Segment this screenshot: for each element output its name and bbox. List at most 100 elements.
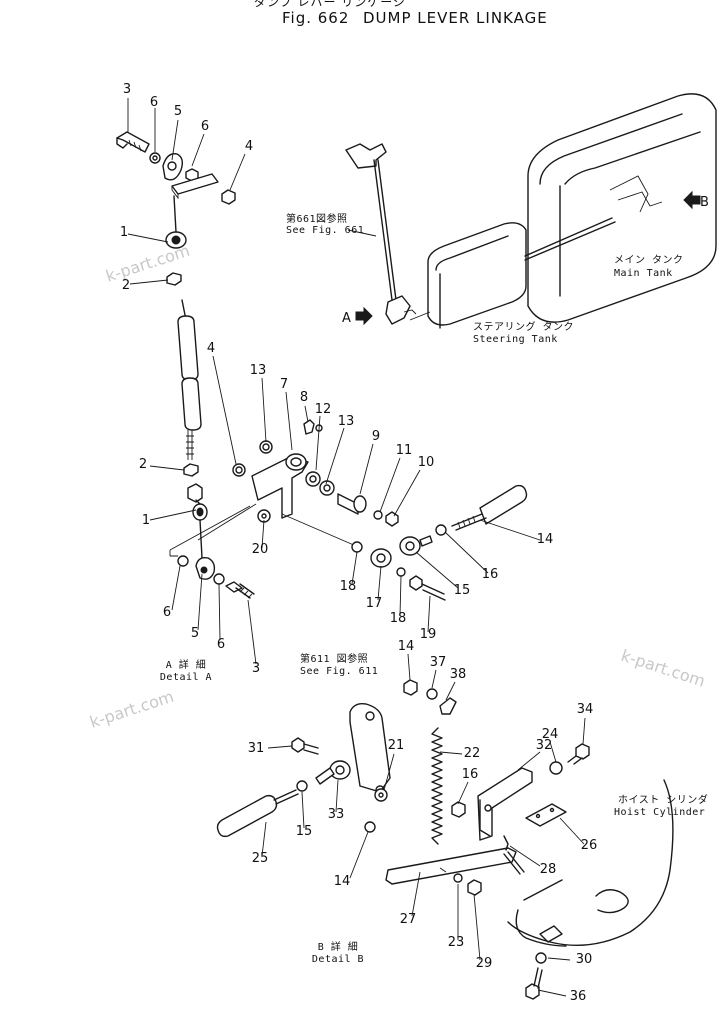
part-callout: 6 <box>217 583 225 652</box>
bolt-icon <box>291 737 319 755</box>
part-callout: 20 <box>252 519 268 557</box>
part-number: 38 <box>450 667 467 682</box>
part-number: 4 <box>245 139 253 154</box>
watermark: k-part.com <box>87 687 176 732</box>
part-number: 15 <box>296 824 313 839</box>
part-callout: 25 <box>252 821 268 866</box>
part-number: 14 <box>334 874 351 889</box>
washer-icon <box>549 761 563 775</box>
main-tank-jp: メイン タンク <box>614 254 684 266</box>
part-number: 21 <box>388 738 405 753</box>
callout-leader <box>267 745 293 749</box>
callout-leader <box>407 653 411 681</box>
callout-leader <box>351 551 358 585</box>
callout-leader <box>171 119 179 161</box>
bushing-icon <box>370 548 392 568</box>
part-number: 1 <box>120 225 128 240</box>
detail-b-label: Detail B <box>312 954 364 965</box>
callout-leader <box>537 989 567 997</box>
pin-icon <box>337 493 367 515</box>
part-callout: 6 <box>150 95 158 152</box>
nut-icon <box>435 524 447 536</box>
washer-icon <box>373 510 383 520</box>
part-number: 16 <box>482 567 499 582</box>
bushing-icon <box>232 463 246 477</box>
part-number: 3 <box>123 82 131 97</box>
bolt-icon <box>385 511 399 527</box>
part-number: 36 <box>570 989 587 1004</box>
bushing-icon <box>305 471 321 487</box>
part-number: 34 <box>577 702 594 717</box>
callout-leader <box>445 681 456 701</box>
part-number: 30 <box>576 952 593 967</box>
part-callout: 28 <box>509 845 557 877</box>
part-callout: 27 <box>400 871 421 927</box>
part-callout: 22 <box>439 746 481 761</box>
nut-icon <box>364 821 376 833</box>
part-callout: 12 <box>315 402 331 471</box>
part-number: 8 <box>300 390 308 405</box>
part-callout: 17 <box>366 565 383 611</box>
part-number: 28 <box>540 862 557 877</box>
washer-icon <box>453 873 463 883</box>
part-callout: 5 <box>171 104 182 161</box>
part-number: 33 <box>328 807 345 822</box>
part-callout: 4 <box>207 341 237 465</box>
view-arrow-b-label: B <box>700 195 709 210</box>
spring-icon <box>431 727 443 845</box>
mounting-bracket-icon <box>349 702 391 795</box>
rod-end-icon <box>187 483 208 559</box>
washer-icon <box>535 952 547 964</box>
pivot-bracket-icon <box>477 767 533 841</box>
lever-handle-icon <box>216 789 299 838</box>
bolt-icon <box>403 679 418 696</box>
callout-leader <box>457 781 469 805</box>
washer-icon <box>213 573 225 585</box>
callout-leader <box>582 717 586 745</box>
part-callout: 14 <box>398 639 414 681</box>
callout-leader <box>212 355 237 465</box>
spring-clip-icon <box>439 697 457 715</box>
part-callout: 14 <box>334 831 369 889</box>
callout-leader <box>149 465 185 471</box>
push-rod-icon <box>177 299 202 460</box>
part-number: 6 <box>150 95 158 110</box>
part-callout: 1 <box>120 225 169 243</box>
part-number: 2 <box>139 457 147 472</box>
part-number: 37 <box>430 655 447 670</box>
part-callout: 11 <box>379 443 413 513</box>
part-number: 17 <box>366 596 383 611</box>
part-number: 11 <box>396 443 413 458</box>
part-callout: 38 <box>445 667 467 701</box>
callout-leader <box>439 751 463 755</box>
part-callout: 10 <box>393 455 434 517</box>
washer-icon <box>426 688 438 700</box>
part-number: 23 <box>448 935 465 950</box>
part-number: 19 <box>420 627 437 642</box>
callout-leader <box>301 791 305 829</box>
lever-arm-icon <box>385 847 525 885</box>
part-callout: 21 <box>383 738 405 791</box>
bolt-icon <box>116 131 150 153</box>
part-number: 6 <box>217 637 225 652</box>
callout-leader <box>547 957 571 961</box>
part-callout: 19 <box>420 595 437 642</box>
part-callout: 2 <box>139 457 185 472</box>
callout-leader <box>479 519 541 541</box>
part-number: 6 <box>201 119 209 134</box>
nut-icon <box>296 780 308 792</box>
see-fig-611-jp: 第611 図参照 <box>300 652 368 665</box>
steering-tank-icon <box>427 222 527 329</box>
part-callout: 32 <box>517 738 552 771</box>
part-callout: 7 <box>280 377 293 451</box>
part-number: 16 <box>462 767 479 782</box>
callout-leader <box>549 741 557 763</box>
part-number: 22 <box>464 746 481 761</box>
part-number: 24 <box>542 727 559 742</box>
callout-leader <box>261 377 267 443</box>
callout-leader <box>127 233 169 243</box>
callout-leader <box>315 415 321 471</box>
part-callout: 30 <box>547 952 593 967</box>
callout-leader <box>393 469 421 517</box>
